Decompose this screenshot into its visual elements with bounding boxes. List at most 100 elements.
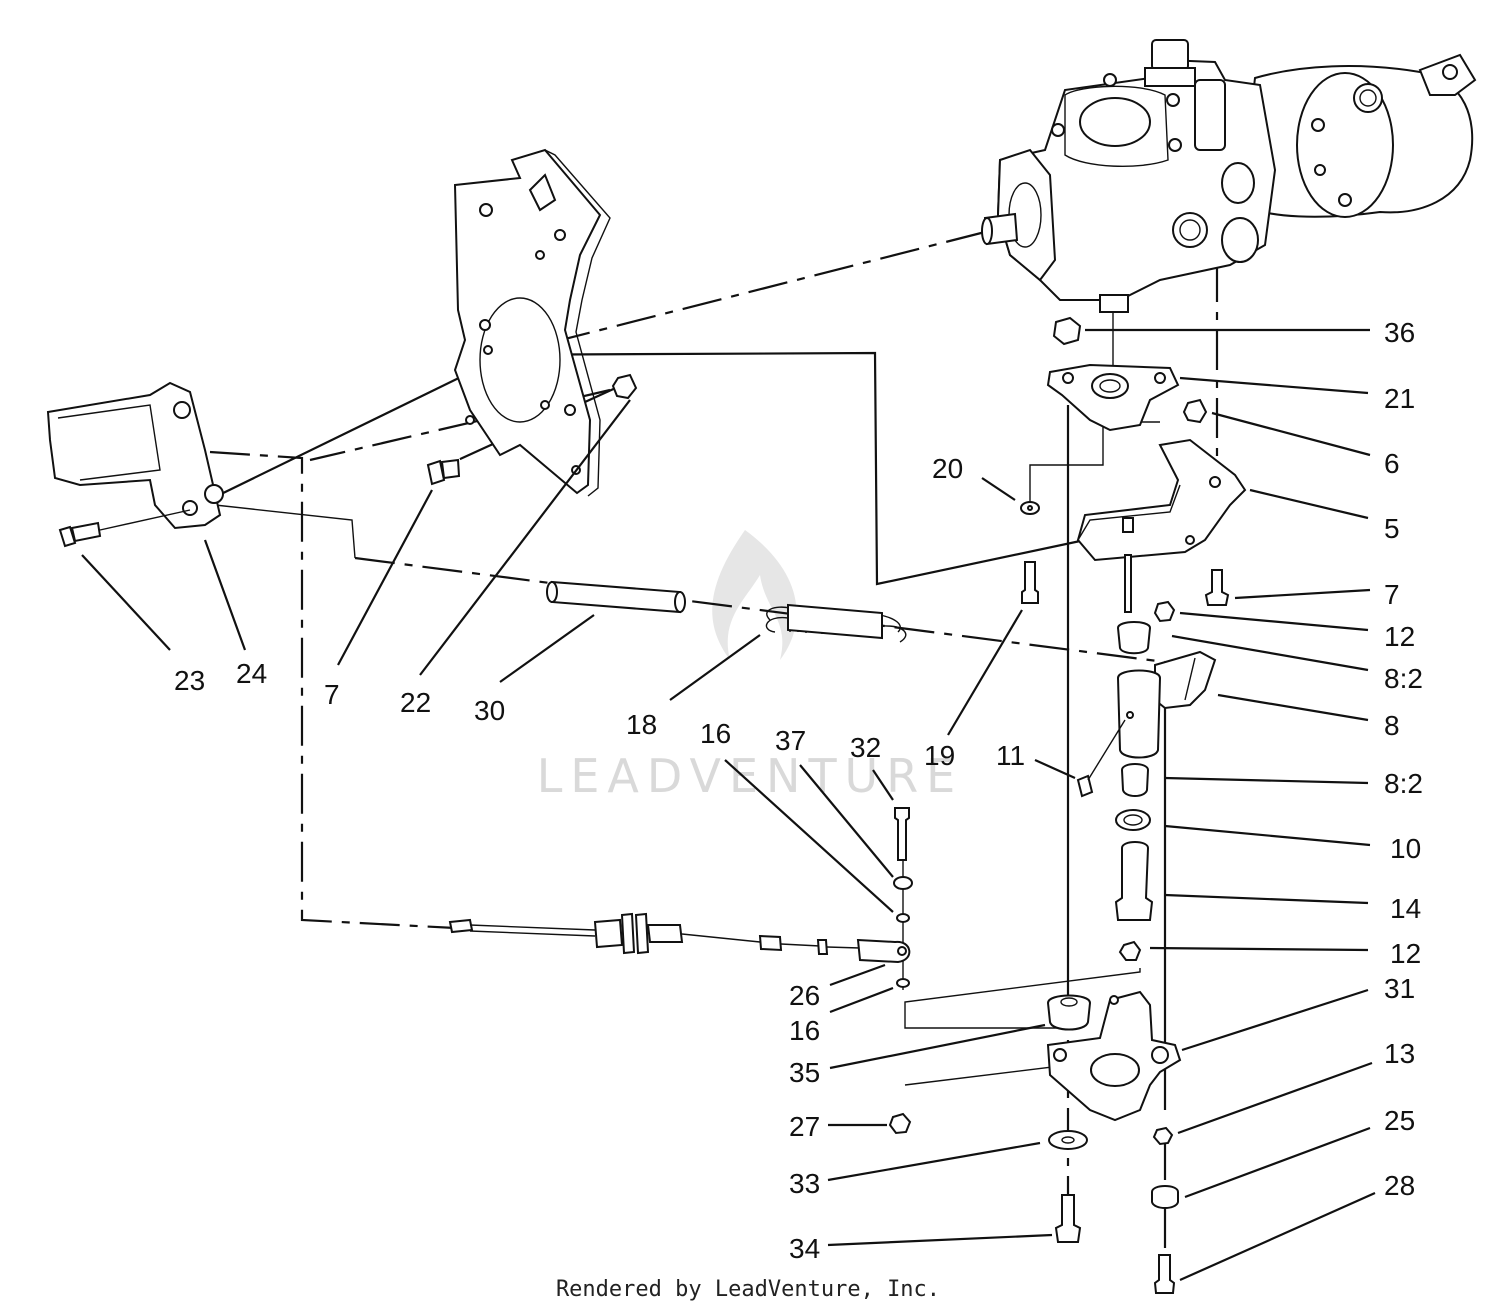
callout-18: 18 (626, 709, 657, 740)
plate-hole (564, 404, 576, 416)
set-screw-11 (1076, 774, 1094, 798)
spring-hook (765, 616, 789, 633)
bracket-pivot (204, 484, 224, 504)
callout-14: 14 (1390, 893, 1421, 924)
callout-28: 28 (1384, 1170, 1415, 1201)
set-screw-11-line (1087, 719, 1126, 781)
plate-21-hole (1062, 372, 1074, 384)
washer-16-lower (896, 978, 910, 988)
flange-bolt (1338, 193, 1352, 207)
render-credit: Rendered by LeadVenture, Inc. (556, 1277, 940, 1302)
control-cable (448, 807, 913, 988)
bracket-5-hole (1185, 535, 1195, 545)
hydraulic-pump (981, 39, 1477, 313)
callout-24: 24 (236, 658, 267, 689)
pump-shaft-end (981, 217, 993, 245)
bolt-19 (1021, 561, 1039, 604)
callout-12: 12 (1384, 621, 1415, 652)
mounting-plate-edge (544, 149, 611, 497)
pump-side-port (1172, 212, 1208, 248)
flange-bolt (1314, 164, 1326, 176)
bracket-5 (1076, 438, 1247, 562)
arm-8-fold (1184, 657, 1196, 701)
arm-plate-31-hub (1090, 1053, 1140, 1087)
callout-8-2: 8:2 (1384, 663, 1423, 694)
bracket-hole (182, 500, 198, 516)
callout-37: 37 (775, 725, 806, 756)
cable-end-fitting (758, 934, 783, 952)
callout-16-lower: 16 (789, 1015, 820, 1046)
washer-33 (1048, 1130, 1088, 1150)
pivot-pin-14 (1114, 841, 1154, 921)
pump-port-inner (1359, 89, 1377, 107)
bolt-28 (1153, 1254, 1176, 1294)
bracket-hole (173, 401, 191, 419)
callout-11: 11 (996, 740, 1025, 771)
control-parts-stack (888, 316, 1247, 1294)
washer-construction-line (1029, 421, 1160, 505)
callout-labels: 36 21 6 20 5 7 12 8:2 8 11 8:2 10 14 12 … (174, 317, 1423, 1264)
pump-cover-boss (1079, 97, 1151, 147)
washer-16 (896, 913, 910, 923)
callout-25: 25 (1384, 1105, 1415, 1136)
cover-bolt (1168, 138, 1182, 152)
plate-hole (535, 250, 545, 260)
pump-port (1353, 83, 1383, 113)
callout-30: 30 (474, 695, 505, 726)
cable-tip (448, 918, 474, 934)
arm-construction-line (904, 968, 1141, 1029)
bracket-5-stud (1122, 517, 1134, 533)
left-fasteners (58, 373, 638, 548)
pivot-bracket-fold (57, 404, 161, 481)
bolt-34 (1054, 1194, 1082, 1243)
cable-route-line (209, 450, 456, 930)
washer-33-hole (1061, 1136, 1075, 1144)
pivot-bracket (46, 381, 224, 530)
clevis-26 (856, 938, 911, 964)
arm-plate-31-hole (1109, 995, 1119, 1005)
spacer-35-hole (1060, 997, 1078, 1007)
plate-hole (540, 400, 550, 410)
nut-12-lower (1118, 940, 1142, 961)
cable-rod (780, 943, 821, 947)
watermark: LEADVENTURE (537, 530, 964, 803)
cover-bolt (1166, 93, 1180, 107)
pump-top-fitting-base (1144, 67, 1196, 87)
cable-fitting (646, 924, 684, 943)
arm-8-hole (1126, 711, 1134, 719)
callout-12-lower: 12 (1390, 938, 1421, 969)
spacer-tube (551, 580, 681, 614)
spring-hook-2 (881, 625, 907, 643)
arm-8-hub (1116, 669, 1162, 759)
bushing-8-2-lower (1120, 763, 1150, 797)
bolt-7-head (426, 459, 446, 486)
cover-bolt (1103, 73, 1117, 87)
arm-plate-31-hole (1053, 1048, 1067, 1062)
spring-axis-line (354, 556, 1166, 664)
plate-21-hub-inner (1099, 379, 1121, 393)
callout-5: 5 (1384, 513, 1400, 544)
washer-10 (1115, 809, 1151, 831)
bolt-32 (894, 807, 910, 861)
bolt-23 (58, 525, 77, 548)
stud-pin (1124, 554, 1132, 613)
bolt-7-right (1204, 569, 1230, 606)
callout-6: 6 (1384, 448, 1400, 479)
cable-rod-collar (816, 939, 829, 955)
cable-rod-2 (826, 946, 861, 949)
callout-34: 34 (789, 1233, 820, 1264)
nut-6 (1182, 398, 1208, 424)
watermark-flame-icon (712, 530, 797, 660)
mounting-plate-cutout (479, 297, 561, 423)
bushing-8-2 (1116, 621, 1152, 655)
bolt-7-shank (440, 458, 461, 480)
nut-27 (888, 1112, 912, 1135)
plate-21-hole (1154, 372, 1166, 384)
flange-bolt (1311, 118, 1325, 132)
cable-wire-2 (469, 930, 596, 937)
spacer-tube-start (546, 581, 558, 603)
callout-27: 27 (789, 1111, 820, 1142)
watermark-text: LEADVENTURE (537, 749, 964, 803)
cable-wire (469, 924, 596, 931)
